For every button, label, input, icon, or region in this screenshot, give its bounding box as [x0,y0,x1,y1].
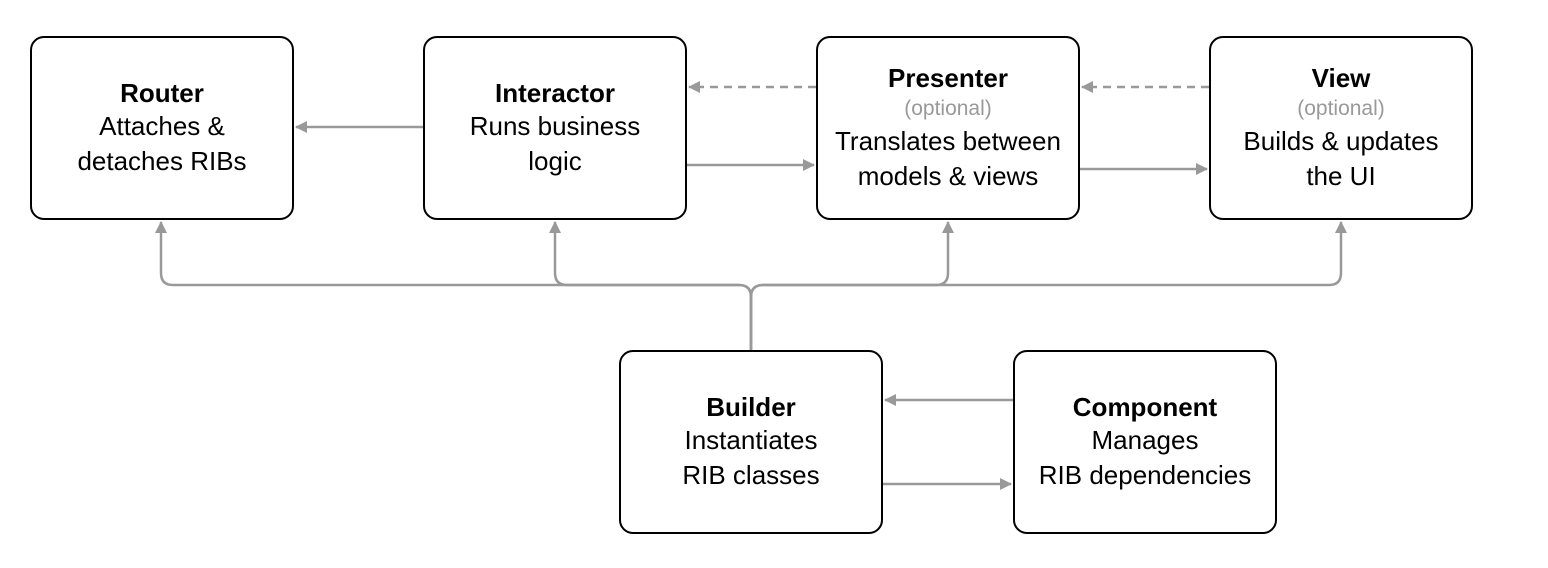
builder-description-line-2: RIB classes [682,460,820,490]
router-title: Router [120,78,204,108]
view-optional-note: (optional) [1297,97,1385,120]
builder-node: Builder Instantiates RIB classes [619,350,883,534]
arrow-builder-to-view [749,221,1347,350]
view-description-line-1: Builds & updates [1243,126,1439,156]
view-node: View (optional) Builds & updates the UI [1209,36,1473,220]
presenter-description-line-1: Translates between [835,126,1061,156]
interactor-description-line-2: logic [528,146,582,176]
presenter-title: Presenter [888,63,1008,93]
builder-description-line-1: Instantiates [684,425,818,455]
component-description-line-2: RIB dependencies [1038,460,1252,490]
builder-title: Builder [706,392,796,422]
router-description-line-2: detaches RIBs [77,146,247,176]
component-node: Component Manages RIB dependencies [1013,350,1277,534]
presenter-description-line-2: models & views [857,161,1039,191]
view-description-line-2: the UI [1306,161,1376,191]
interactor-description-line-1: Runs business [469,111,641,141]
presenter-node: Presenter (optional) Translates between … [816,36,1080,220]
router-description-line-1: Attaches & [99,111,225,141]
interactor-node: Interactor Runs business logic [423,36,687,220]
component-title: Component [1072,392,1218,422]
presenter-optional-note: (optional) [904,97,992,120]
router-node: Router Attaches & detaches RIBs [30,36,294,220]
arrow-builder-to-interactor [549,221,753,350]
view-title: View [1311,63,1371,93]
interactor-title: Interactor [495,78,615,108]
component-description-line-1: Manages [1091,425,1199,455]
